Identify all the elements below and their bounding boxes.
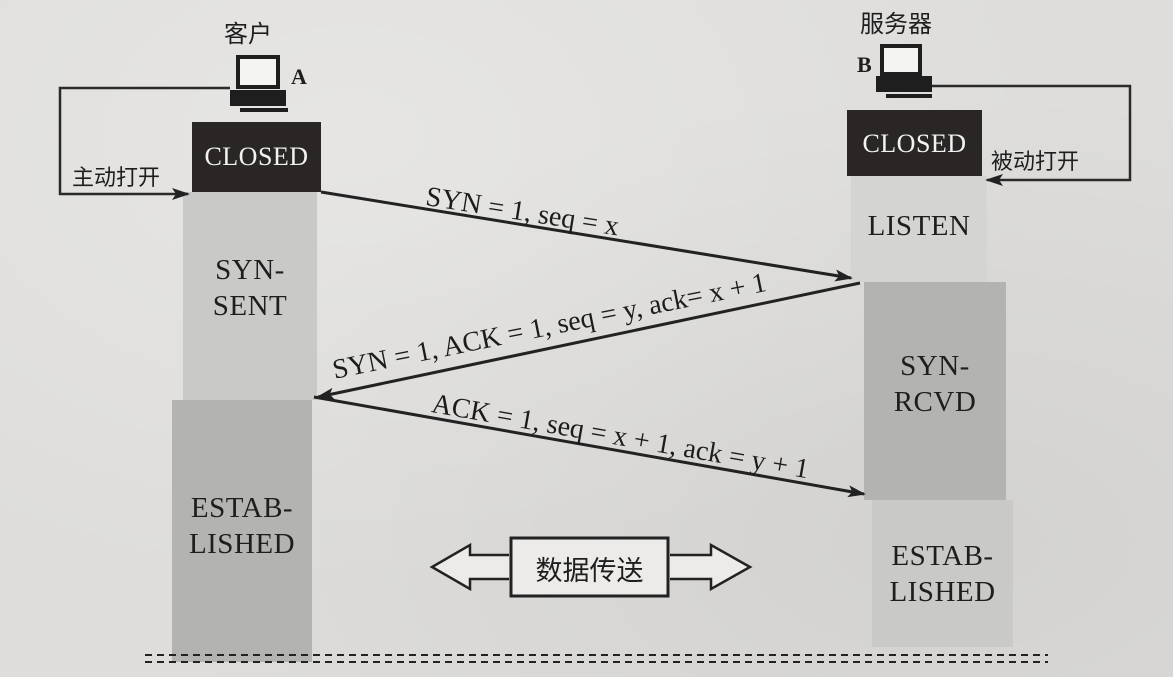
server-state-closed: CLOSED [862,129,967,158]
active-open-label: 主动打开 [72,166,161,191]
client-title: 客户 [224,20,272,48]
server-state-listen: LISTEN [867,210,971,242]
server-title: 服务器 [860,10,932,38]
data-transfer-right-arrow [670,542,753,592]
server-syn-rcvd-block [864,282,1006,500]
client-state-established: ESTAB- LISHED [188,492,296,560]
client-established-block [172,400,312,662]
client-state-syn-sent: SYN- SENT [212,254,288,322]
active-open-arrow [58,86,230,200]
data-transfer-left-arrow [429,542,509,592]
client-computer-icon [230,55,288,112]
client-letter: A [291,64,307,89]
server-closed-block [847,110,982,176]
client-state-closed: CLOSED [204,142,309,171]
syn-ack-arrow [316,281,861,400]
passive-open-label: 被动打开 [991,150,1080,175]
server-letter: B [857,52,872,77]
server-state-established: ESTAB- LISHED [889,540,996,608]
server-listen-block [851,176,987,282]
server-established-block [872,500,1013,647]
server-computer-icon [876,44,932,98]
client-closed-block [192,122,321,192]
data-transfer-box [509,536,670,598]
client-syn-sent-block [183,192,317,400]
data-transfer-label: 数据传送 [535,556,644,587]
passive-open-arrow [932,84,1132,186]
ack-arrow [313,395,866,498]
server-state-syn-rcvd: SYN- RCVD [893,350,977,418]
syn-arrow [320,190,853,282]
